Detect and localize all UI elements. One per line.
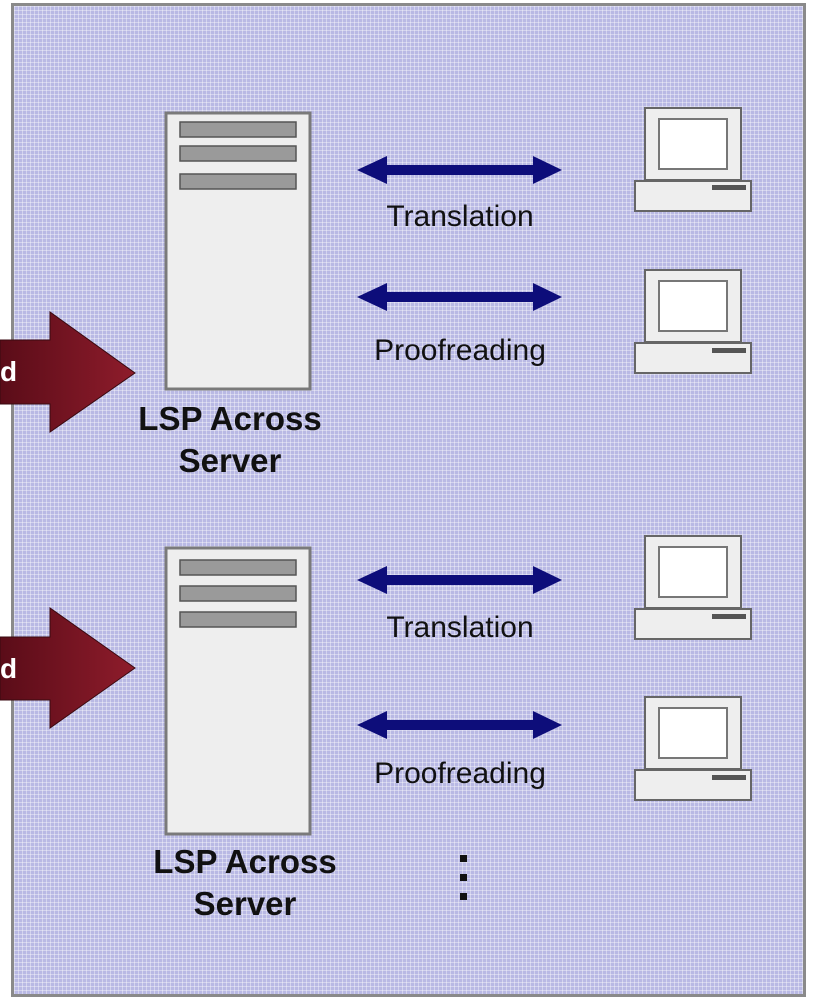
incoming-arrow-2 [0, 607, 136, 729]
dot [460, 874, 467, 881]
incoming-arrow-1 [0, 311, 136, 433]
double-arrow-proofreading-2 [357, 711, 562, 739]
server-caption-line2: Server [193, 885, 297, 922]
incoming-arrow-text: d [0, 356, 18, 387]
connection-label: Proofreading [374, 757, 546, 790]
double-arrow-translation-1 [357, 156, 562, 184]
double-arrow-proofreading-1 [357, 283, 562, 311]
double-arrow-translation-2 [357, 566, 562, 594]
dot [460, 855, 467, 862]
dot [460, 893, 467, 900]
workstation-icon [634, 107, 752, 212]
workstation-icon [634, 269, 752, 374]
server-caption-line2: Server [178, 442, 282, 479]
server-icon [164, 546, 312, 836]
server-caption-line1: LSP Across [138, 400, 322, 437]
connection-label: Translation [386, 200, 534, 233]
workstation-icon [634, 696, 752, 801]
connection-label: Proofreading [374, 334, 546, 367]
workstation-icon [634, 535, 752, 640]
incoming-arrow-text: d [0, 653, 18, 684]
server-caption-line1: LSP Across [153, 843, 337, 880]
continuation-marker [460, 855, 470, 905]
server-icon [164, 111, 312, 391]
connection-label: Translation [386, 611, 534, 644]
